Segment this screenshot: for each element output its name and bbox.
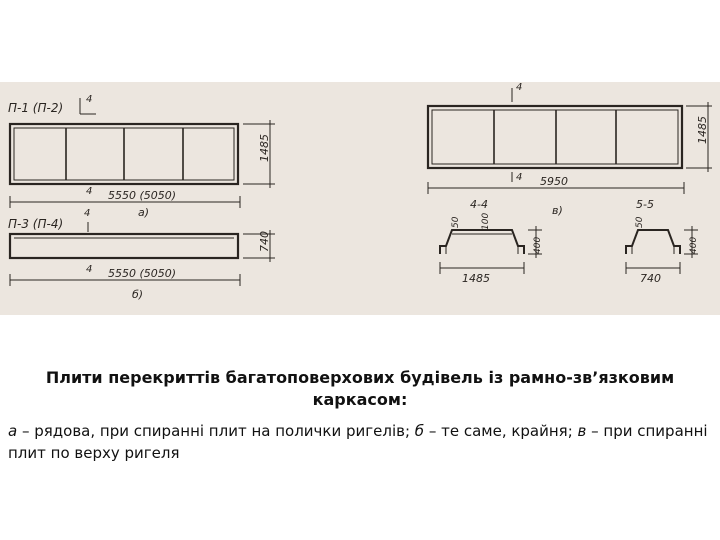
label-letter-v: в) [552,204,563,217]
label-four-b: 4 [86,186,92,197]
section-4-4 [439,226,542,274]
label-h740: 740 [258,231,271,252]
slab-p1-elevation [8,98,275,208]
label-sec55: 5-5 [636,198,654,211]
label-s400-b: 400 [689,237,699,254]
drawing-labels: П-1 (П-2) 4 4 1485 5550 (5050) а) П-3 (П… [8,82,709,301]
paper-background [0,82,720,315]
label-p1: П-1 (П-2) [8,101,63,115]
label-w740: 740 [640,272,661,285]
label-len-a: 5550 (5050) [108,189,176,202]
label-len-c: 5950 [540,175,568,188]
label-h1485-a: 1485 [258,134,271,162]
label-s400-a: 400 [533,237,543,254]
label-letter-b: б) [132,288,143,301]
label-letter-a: а) [138,206,149,219]
label-s100: 100 [481,213,491,230]
label-four-e: 4 [516,82,522,93]
slab-v-elevation [426,88,712,194]
label-sec44: 4-4 [470,198,488,211]
label-s50-b: 50 [635,216,645,228]
caption-title: Плити перекриттів багатоповерхових будів… [45,368,675,409]
caption-letter-a: а [8,422,18,440]
label-four-d: 4 [86,264,92,275]
label-p3: П-3 (П-4) [8,217,63,231]
caption-letter-b: б [414,422,425,440]
slab-drawings-figure: П-1 (П-2) 4 4 1485 5550 (5050) а) П-3 (П… [0,82,720,315]
label-four-f: 4 [516,172,522,183]
label-w1485: 1485 [462,272,490,285]
caption-body: а – рядова, при спиранні плит на полички… [8,420,708,464]
section-5-5 [625,226,698,274]
caption-text-b: – те саме, крайня; [424,422,578,440]
label-len-b: 5550 (5050) [108,267,176,280]
label-four-c: 4 [84,208,90,219]
caption-text-a: – рядова, при спиранні плит на полички р… [17,422,415,440]
label-h1485-b: 1485 [696,116,709,144]
label-s50-a: 50 [451,216,461,228]
caption-letter-v: в [577,422,587,440]
slab-p3-elevation [8,222,275,286]
caption-text-v: – при спиранні плит по верху ригеля [8,422,708,462]
label-four-a: 4 [86,94,92,105]
